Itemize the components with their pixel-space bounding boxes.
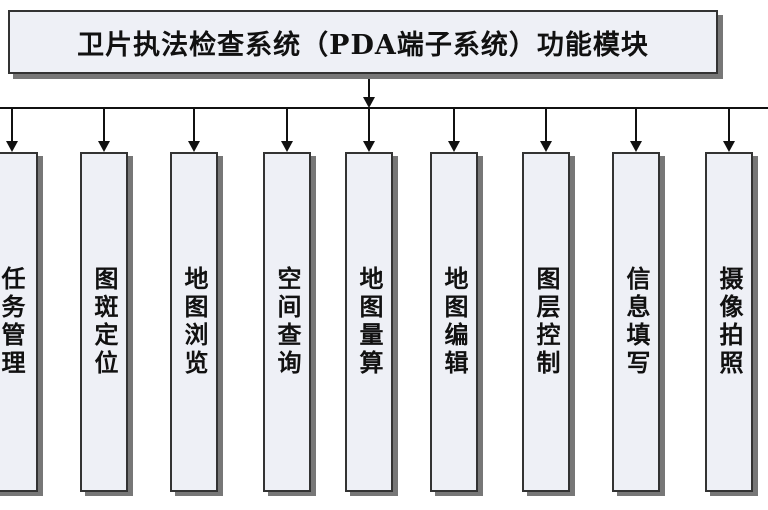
module-box-camera-photo: 摄像拍照 bbox=[705, 152, 753, 492]
module-label: 任务管理 bbox=[0, 266, 25, 378]
module-drop-arrow bbox=[98, 141, 110, 152]
module-drop-arrow bbox=[363, 141, 375, 152]
module-drop-arrow bbox=[281, 141, 293, 152]
module-label: 空间查询 bbox=[273, 266, 301, 378]
module-drop-arrow bbox=[630, 141, 642, 152]
module-box-map-measure: 地图量算 bbox=[345, 152, 393, 492]
module-label: 地图浏览 bbox=[180, 266, 208, 378]
module-box-task-management: 任务管理 bbox=[0, 152, 38, 492]
module-box-layer-control: 图层控制 bbox=[522, 152, 570, 492]
module-box-map-browse: 地图浏览 bbox=[170, 152, 218, 492]
module-box-spot-location: 图斑定位 bbox=[80, 152, 128, 492]
root-module-title: 卫片执法检查系统（PDA端子系统）功能模块 bbox=[77, 29, 649, 61]
module-drop-arrow bbox=[723, 141, 735, 152]
module-box-info-fill: 信息填写 bbox=[612, 152, 660, 492]
module-drop-arrow bbox=[448, 141, 460, 152]
root-stem-arrow bbox=[363, 97, 375, 108]
module-box-spatial-query: 空间查询 bbox=[263, 152, 311, 492]
module-drop-arrow bbox=[188, 141, 200, 152]
module-drop-arrow bbox=[540, 141, 552, 152]
module-label: 图斑定位 bbox=[90, 266, 118, 378]
module-box-map-edit: 地图编辑 bbox=[430, 152, 478, 492]
module-label: 信息填写 bbox=[622, 266, 650, 378]
root-module-box: 卫片执法检查系统（PDA端子系统）功能模块 bbox=[8, 10, 718, 74]
module-label: 图层控制 bbox=[532, 266, 560, 378]
module-label: 摄像拍照 bbox=[715, 266, 743, 378]
module-label: 地图量算 bbox=[355, 266, 383, 378]
module-label: 地图编辑 bbox=[440, 266, 468, 378]
module-drop-arrow bbox=[6, 141, 18, 152]
